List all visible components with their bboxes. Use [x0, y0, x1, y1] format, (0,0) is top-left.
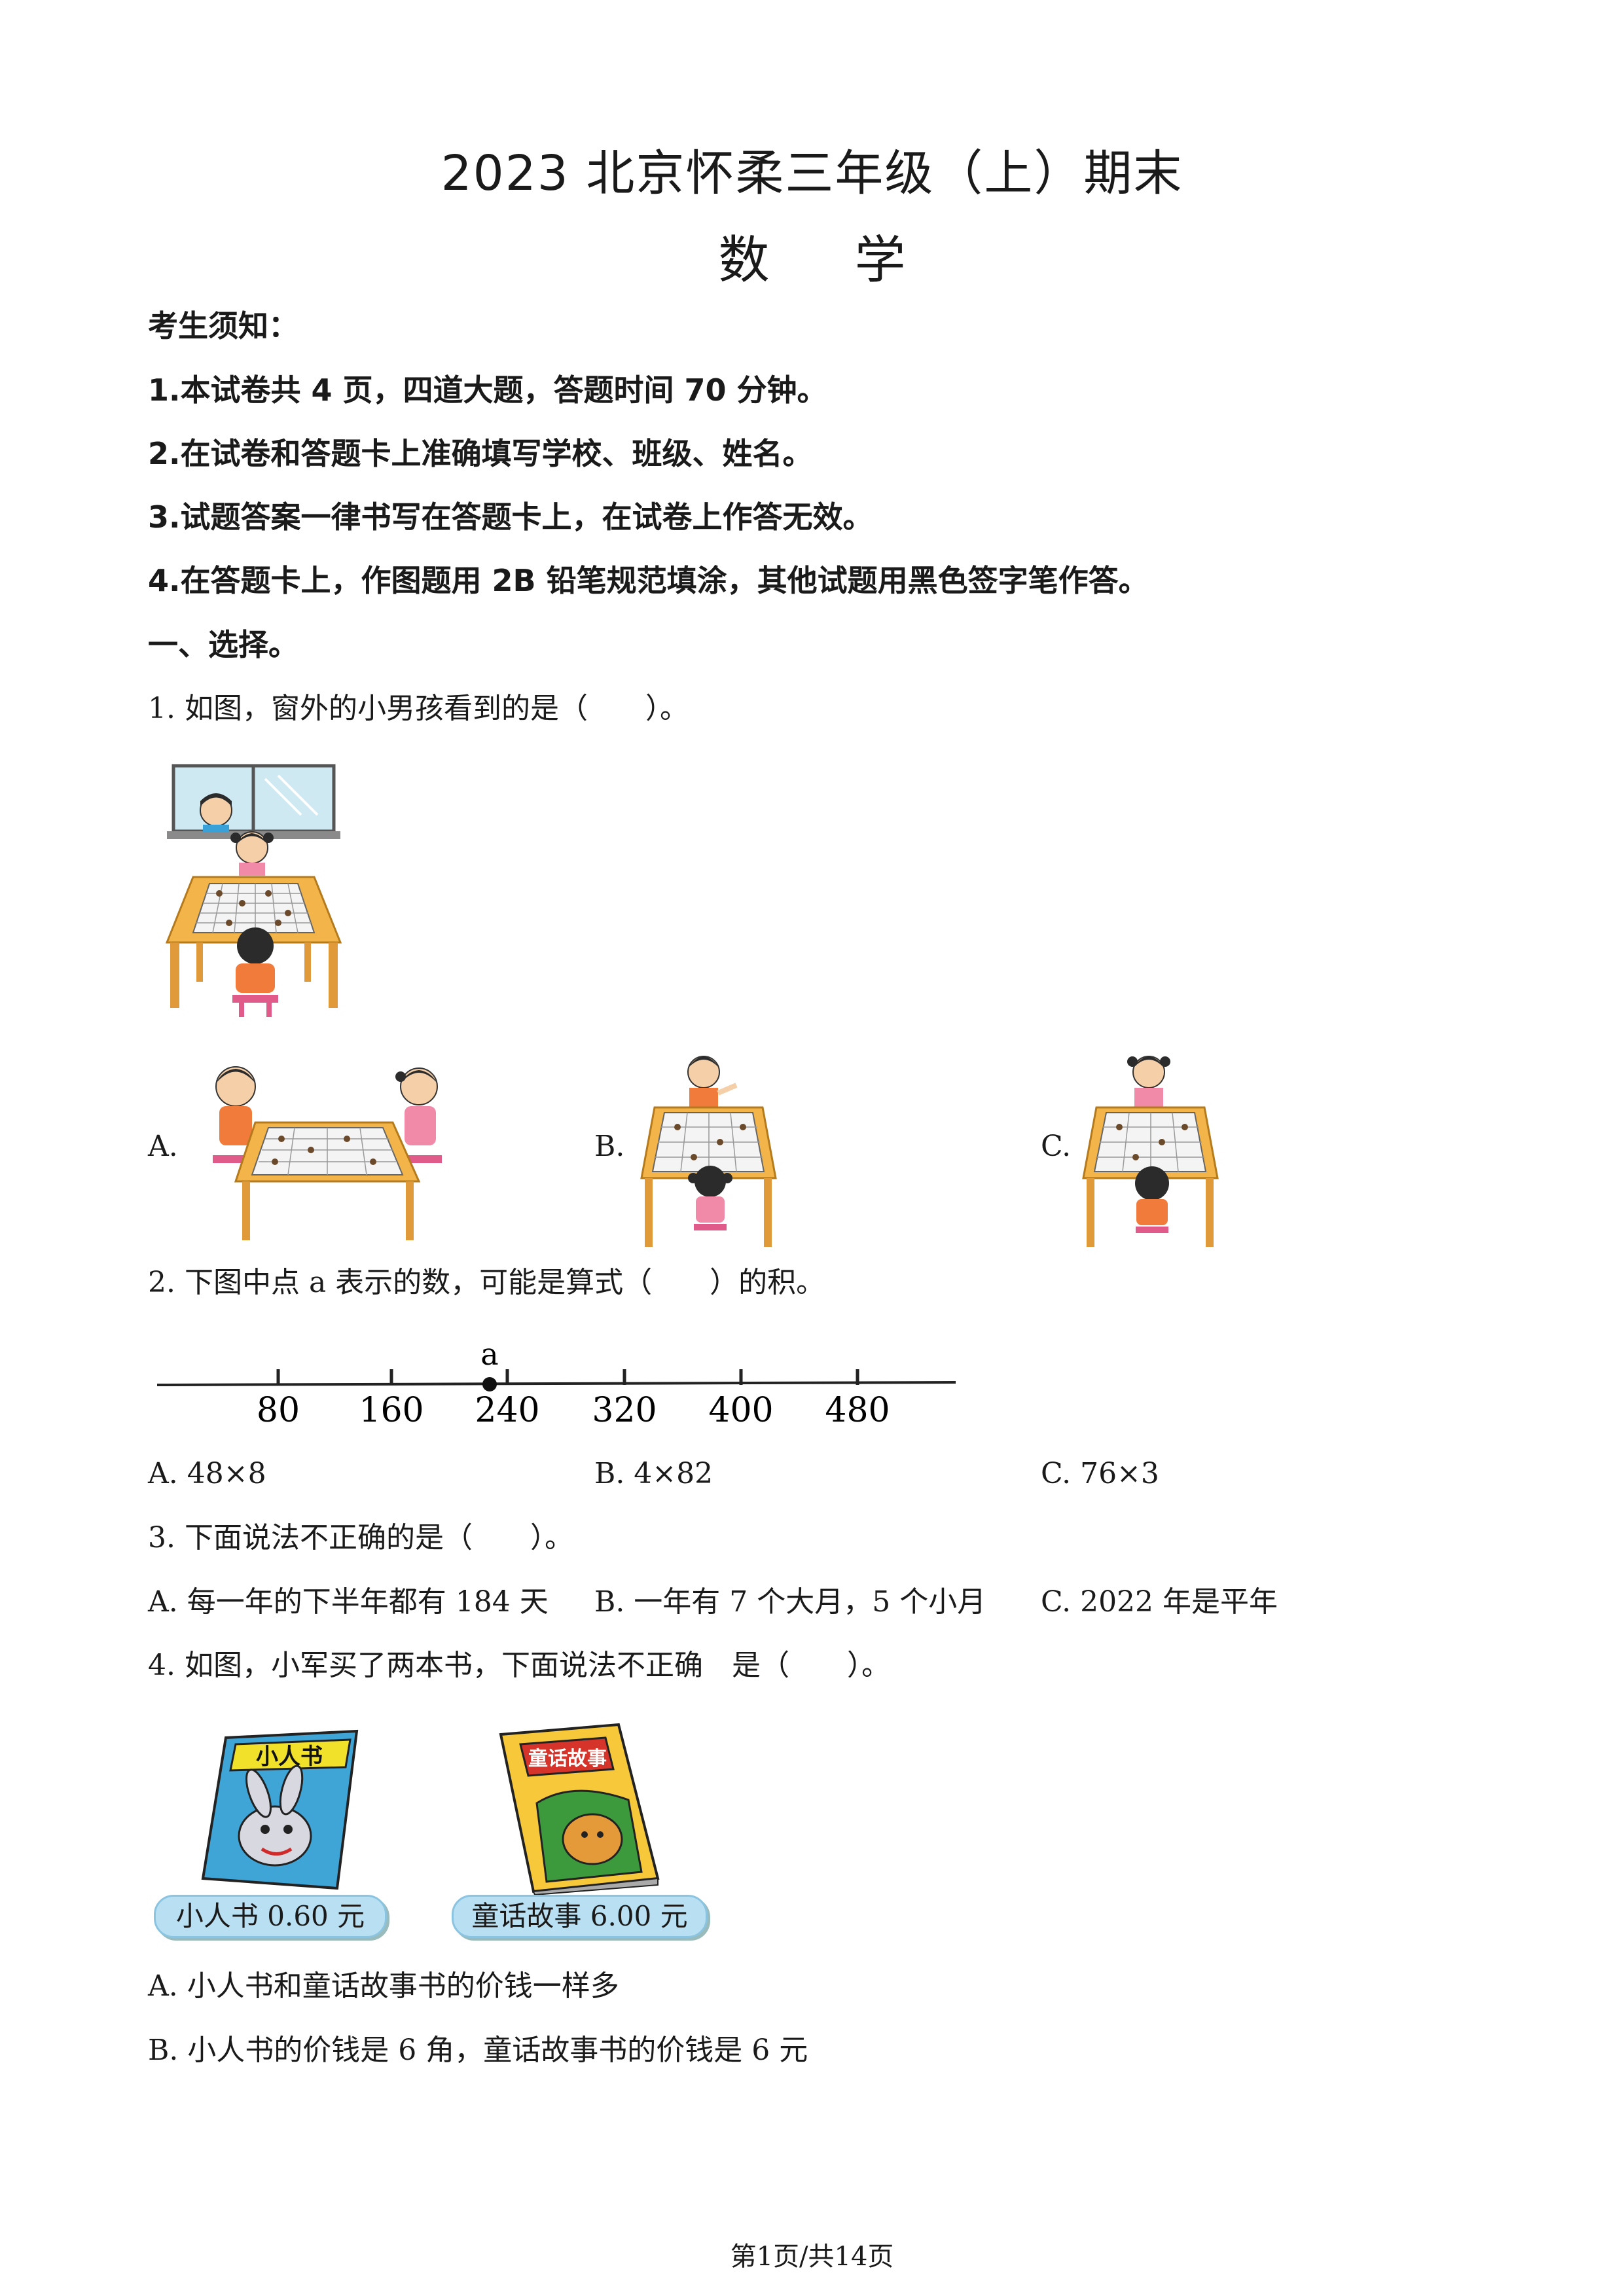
point-a-marker — [482, 1377, 497, 1391]
q1-option-c-label: C. — [1041, 1130, 1072, 1163]
q4-book-1-price-label: 小人书 0.60 元 — [154, 1895, 387, 1938]
q1-scene-illustration — [165, 764, 342, 1017]
q2-option-b: B. 4×82 — [594, 1457, 713, 1490]
exam-title: 2023 北京怀柔三年级（上）期末 — [441, 145, 1183, 202]
q1-option-c-illustration — [1082, 1056, 1219, 1247]
number-line-axis — [156, 1381, 956, 1386]
tick-label-160: 160 — [359, 1391, 424, 1430]
question-2-stem: 2. 下图中点 a 表示的数，可能是算式（ ）的积。 — [148, 1266, 825, 1299]
q1-option-b-illustration — [640, 1056, 777, 1247]
point-a-label: a — [480, 1336, 498, 1372]
tick-label-480: 480 — [825, 1391, 890, 1430]
tick-label-400: 400 — [708, 1391, 773, 1430]
section-heading-choice: 一、选择。 — [148, 627, 298, 662]
tick-label-240: 240 — [475, 1391, 539, 1430]
q1-option-b-label: B. — [594, 1130, 625, 1163]
q4-option-a: A. 小人书和童话故事书的价钱一样多 — [148, 1969, 619, 2003]
q2-option-c: C. 76×3 — [1041, 1457, 1159, 1490]
notice-item-2: 2.在试卷和答题卡上准确填写学校、班级、姓名。 — [148, 436, 813, 471]
book-1-cover-title: 小人书 — [256, 1744, 323, 1770]
q4-book-1-illustration: 小人书 — [201, 1729, 359, 1890]
question-3-stem: 3. 下面说法不正确的是（ ）。 — [148, 1521, 573, 1554]
notice-item-3: 3.试题答案一律书写在答题卡上，在试卷上作答无效。 — [148, 499, 873, 535]
q3-option-b: B. 一年有 7 个大月，5 个小月 — [594, 1585, 986, 1619]
q1-option-a-illustration — [213, 1066, 442, 1240]
q1-option-a-label: A. — [148, 1130, 178, 1163]
q4-option-b: B. 小人书的价钱是 6 角，童话故事书的价钱是 6 元 — [148, 2034, 808, 2067]
tick-label-80: 80 — [257, 1391, 300, 1430]
page-number: 第1页/共14页 — [730, 2242, 894, 2272]
q4-book-2-illustration: 童话故事 — [499, 1723, 660, 1895]
book-2-cover-title: 童话故事 — [528, 1748, 607, 1770]
q3-option-a: A. 每一年的下半年都有 184 天 — [148, 1585, 549, 1619]
notice-item-4: 4.在答题卡上，作图题用 2B 铅笔规范填涂，其他试题用黑色签字笔作答。 — [148, 563, 1149, 598]
exam-subject: 数学 — [718, 231, 991, 290]
tick-label-320: 320 — [592, 1391, 657, 1430]
q4-book-2-price-label: 童话故事 6.00 元 — [452, 1895, 708, 1938]
question-1-stem: 1. 如图，窗外的小男孩看到的是（ ）。 — [148, 692, 689, 725]
q2-number-line: a 80 160 240 320 400 480 — [156, 1336, 956, 1430]
notice-item-1: 1.本试卷共 4 页，四道大题，答题时间 70 分钟。 — [148, 372, 827, 408]
notice-heading: 考生须知： — [148, 308, 298, 344]
q2-option-a: A. 48×8 — [148, 1457, 266, 1490]
q3-option-c: C. 2022 年是平年 — [1041, 1585, 1278, 1619]
question-4-stem: 4. 如图，小军买了两本书，下面说法不正确 是（ ）。 — [148, 1649, 890, 1682]
